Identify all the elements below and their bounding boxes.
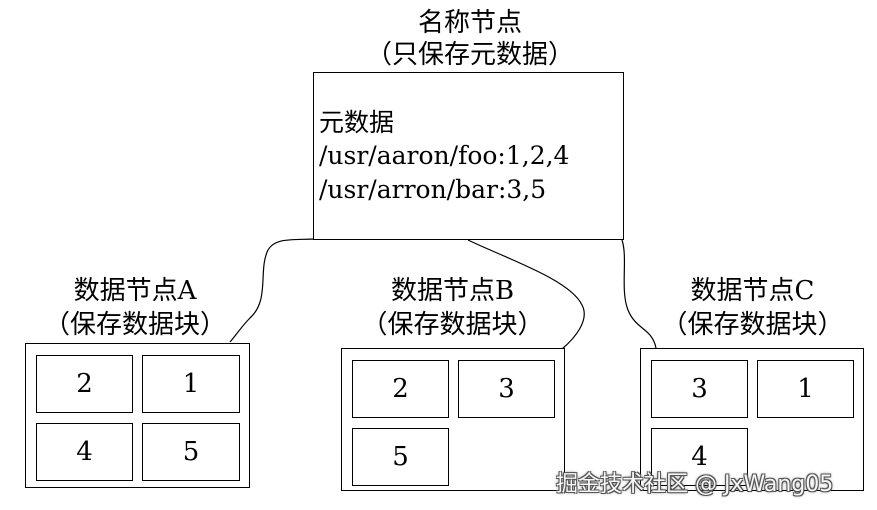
datanode-a-box: 2 1 4 5: [25, 343, 250, 488]
data-block: 2: [352, 360, 449, 418]
connector-namenode-to-datanode-c: [621, 239, 657, 349]
metadata-entry: /usr/arron/bar:3,5: [319, 175, 547, 204]
metadata-header: 元数据: [319, 108, 395, 137]
watermark: 掘金技术社区 @ JxWang05: [556, 472, 834, 497]
data-block: 3: [458, 360, 555, 418]
data-block: 4: [36, 423, 133, 481]
namenode-title: 名称节点: [417, 8, 522, 38]
datanode-c-subtitle: （保存数据块）: [661, 310, 844, 340]
data-block: 3: [651, 360, 748, 418]
datanode-a-subtitle: （保存数据块）: [43, 310, 226, 340]
namenode-box: 元数据 /usr/aaron/foo:1,2,4 /usr/arron/bar:…: [313, 72, 624, 240]
datanode-b-subtitle: （保存数据块）: [361, 310, 544, 340]
data-block: 4: [651, 428, 748, 486]
datanode-c-title: 数据节点C: [690, 276, 815, 306]
data-block: 5: [352, 428, 449, 486]
namenode-subtitle: （只保存元数据）: [365, 40, 574, 70]
metadata-entry: /usr/aaron/foo:1,2,4: [319, 141, 570, 170]
data-block: 1: [142, 355, 240, 413]
datanode-c-box: 3 1 4: [640, 348, 864, 491]
datanode-b-box: 2 3 5: [341, 348, 565, 491]
data-block: 5: [142, 423, 240, 481]
connector-namenode-to-datanode-b: [467, 239, 585, 350]
datanode-a-title: 数据节点A: [73, 276, 197, 306]
connector-namenode-to-datanode-a: [229, 238, 315, 343]
data-block: 2: [36, 355, 133, 413]
data-block: 1: [757, 360, 854, 418]
datanode-b-title: 数据节点B: [390, 276, 515, 306]
